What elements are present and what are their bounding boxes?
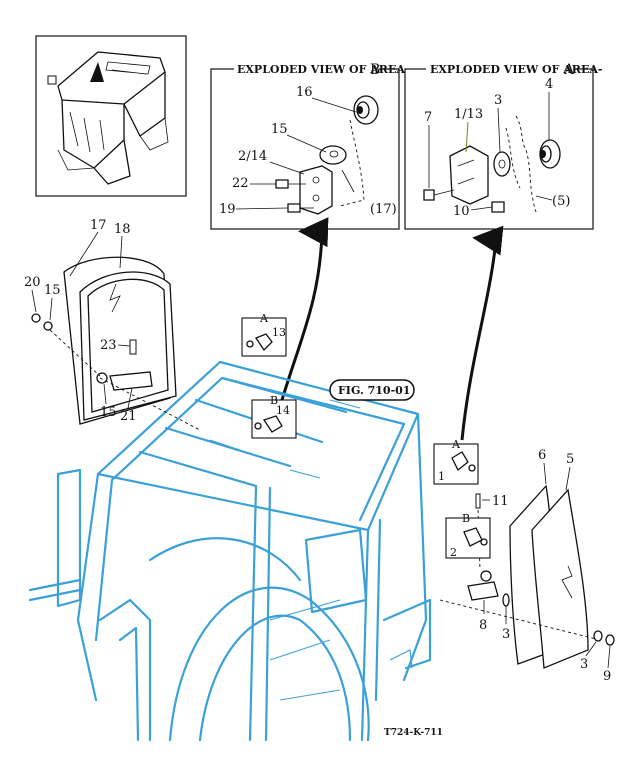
label-3-c: 3 xyxy=(580,657,588,672)
exploded-view-b-letter: B xyxy=(370,62,380,78)
label-3-a: 3 xyxy=(494,93,502,108)
area-callout-a-1: A 1 xyxy=(433,438,479,485)
fig-reference-text: FIG. 710-01 xyxy=(338,384,410,397)
label-19: 19 xyxy=(219,202,236,217)
label-18: 18 xyxy=(114,222,131,237)
cab-frame xyxy=(28,360,432,742)
svg-text:2: 2 xyxy=(450,546,457,559)
area-callout-b-14: B 14 xyxy=(251,394,297,439)
overview-thumbnail xyxy=(35,35,187,197)
label-17: 17 xyxy=(90,218,107,233)
exploded-view-a: EXPLODED VIEW OF AREA- A 7 1/13 3 4 10 (… xyxy=(404,60,602,230)
label-15-b: 15 xyxy=(271,122,288,137)
label-6: 6 xyxy=(538,448,546,463)
label-15-left: 15 xyxy=(44,283,61,298)
arrow-to-view-b xyxy=(280,217,329,401)
fig-reference: FIG. 710-01 xyxy=(329,379,415,401)
svg-text:B: B xyxy=(462,512,470,525)
svg-text:A: A xyxy=(451,438,461,451)
label-1-13: 1/13 xyxy=(454,107,483,122)
exploded-view-a-title: EXPLODED VIEW OF AREA- xyxy=(430,63,602,76)
label-3-b: 3 xyxy=(502,627,510,642)
svg-text:14: 14 xyxy=(276,404,290,417)
svg-text:13: 13 xyxy=(272,326,286,339)
right-window-panel: 6 5 11 8 3 3 9 xyxy=(439,448,615,684)
svg-text:B: B xyxy=(270,394,278,407)
label-10: 10 xyxy=(453,204,470,219)
label-23: 23 xyxy=(100,338,117,353)
exploded-view-b-title: EXPLODED VIEW OF AREA- xyxy=(237,63,409,76)
exploded-view-a-letter: A xyxy=(563,62,575,78)
exploded-view-b: EXPLODED VIEW OF AREA- B 16 15 2/14 22 1… xyxy=(210,60,409,230)
label-4: 4 xyxy=(545,77,553,92)
label-5-ref: (5) xyxy=(552,194,570,209)
label-16: 16 xyxy=(296,85,313,100)
label-21: 21 xyxy=(120,409,137,424)
label-11: 11 xyxy=(492,494,509,509)
area-callout-a-13: A 13 xyxy=(241,312,287,357)
area-callout-b-2: B 2 xyxy=(445,512,491,559)
label-8: 8 xyxy=(479,618,487,633)
label-22: 22 xyxy=(232,176,249,191)
svg-text:1: 1 xyxy=(438,470,445,483)
label-9: 9 xyxy=(603,669,611,684)
left-window-panel: 17 18 20 15 23 15 21 xyxy=(24,218,201,431)
svg-text:A: A xyxy=(259,312,269,325)
arrow-to-view-a xyxy=(460,225,504,441)
figure-code: T724-K-711 xyxy=(384,728,443,738)
label-17-ref: (17) xyxy=(370,202,397,217)
label-15-bottom: 15 xyxy=(100,405,117,420)
label-20: 20 xyxy=(24,275,41,290)
label-7: 7 xyxy=(424,110,432,125)
label-5: 5 xyxy=(566,452,574,467)
label-2-14: 2/14 xyxy=(238,149,267,164)
